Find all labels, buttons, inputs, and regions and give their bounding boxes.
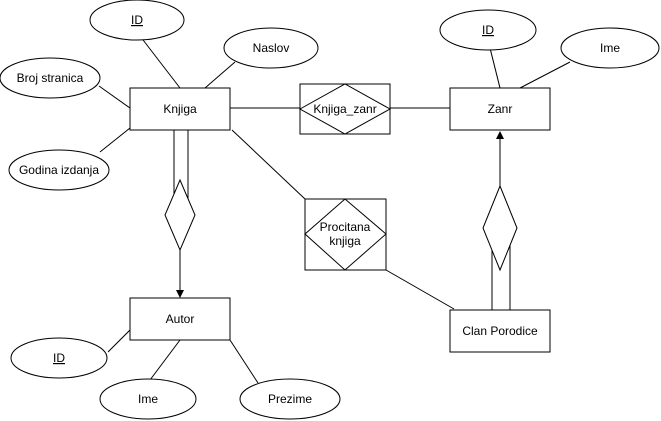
relationship-procitana-knjiga[interactable]: Procitana knjiga <box>304 198 387 271</box>
line-knjiga-id <box>139 35 181 89</box>
line-procitana-clan <box>385 269 455 310</box>
line-autor-prezime <box>229 339 259 384</box>
attribute-knjiga-godina-izdanja-label: Godina izdanja <box>19 163 99 177</box>
line-autor-id <box>107 329 131 353</box>
attribute-knjiga-id[interactable]: ID <box>89 0 185 41</box>
attribute-zanr-ime[interactable]: Ime <box>560 27 660 69</box>
line-knjiga-broj-stranica <box>98 85 131 109</box>
attribute-autor-ime-label: Ime <box>138 392 158 406</box>
relationship-procitana-label-line2: knjiga <box>329 234 361 248</box>
attribute-autor-prezime-label: Prezime <box>268 392 312 406</box>
relationship-knjiga-autor[interactable] <box>164 178 196 252</box>
entity-zanr-label: Zanr <box>488 102 513 116</box>
relationship-clan-zanr[interactable] <box>482 184 518 272</box>
line-zanr-id <box>489 47 501 89</box>
entity-zanr[interactable]: Zanr <box>449 87 551 131</box>
attribute-autor-prezime[interactable]: Prezime <box>239 378 341 420</box>
line-knjiga-naslov <box>204 61 236 89</box>
line-knjiga-godina-izdanja <box>99 127 131 153</box>
attribute-zanr-ime-label: Ime <box>600 41 620 55</box>
line-zanr-ime <box>519 61 571 89</box>
attribute-knjiga-id-label: ID <box>131 13 143 27</box>
entity-knjiga-label: Knjiga <box>163 102 197 116</box>
relationship-knjiga-zanr[interactable]: Knjiga_zanr <box>298 83 392 135</box>
attribute-autor-id[interactable]: ID <box>10 337 108 379</box>
relationship-procitana-label-line1: Procitana <box>320 220 371 234</box>
entity-autor-label: Autor <box>166 312 195 326</box>
entity-clan-porodice-label: Clan Porodice <box>462 324 538 338</box>
attribute-zanr-id[interactable]: ID <box>439 9 537 51</box>
connectors <box>98 35 571 384</box>
attribute-zanr-id-label: ID <box>482 23 494 37</box>
attribute-knjiga-naslov-label: Naslov <box>253 41 290 55</box>
relationship-knjiga-zanr-label: Knjiga_zanr <box>313 102 376 116</box>
attribute-knjiga-godina-izdanja[interactable]: Godina izdanja <box>8 149 110 191</box>
entity-autor[interactable]: Autor <box>129 297 231 341</box>
attribute-knjiga-broj-stranica[interactable]: Broj stranica <box>0 57 101 99</box>
line-autor-ime <box>149 339 181 381</box>
entity-clan-porodice[interactable]: Clan Porodice <box>449 309 551 353</box>
attribute-knjiga-broj-stranica-label: Broj stranica <box>17 71 84 85</box>
attribute-autor-ime[interactable]: Ime <box>99 378 197 420</box>
entity-knjiga[interactable]: Knjiga <box>129 87 231 131</box>
attribute-knjiga-naslov[interactable]: Naslov <box>223 27 319 69</box>
attribute-autor-id-label: ID <box>53 351 65 365</box>
line-knjiga-procitana <box>231 129 306 200</box>
